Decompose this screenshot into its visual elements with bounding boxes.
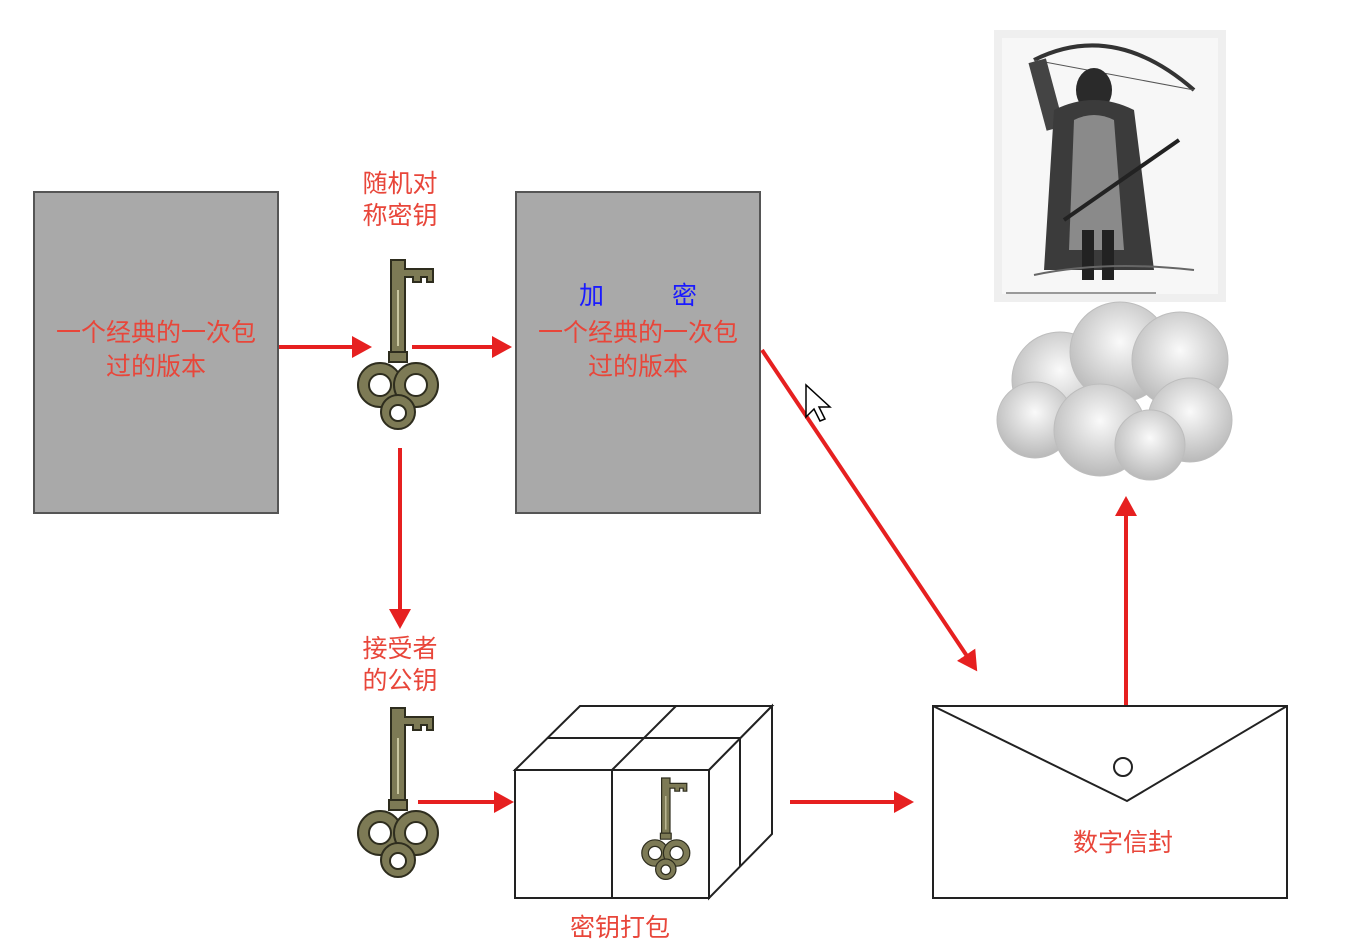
symmetric-key-label-1: 随机对: [362, 169, 438, 198]
encrypted-document: [515, 191, 761, 514]
package-label: 密钥打包: [569, 913, 670, 942]
public-key-label-2: 的公钥: [362, 666, 438, 695]
public-key-label-1: 接受者: [362, 634, 438, 663]
encrypted-tag: 加 密: [579, 281, 727, 310]
digital-envelope-icon: [932, 705, 1288, 899]
plaintext-line-2: 过的版本: [105, 352, 206, 381]
package-box-icon: [512, 703, 775, 901]
encrypted-line-2: 过的版本: [587, 352, 688, 381]
mouse-cursor-icon: [805, 383, 832, 422]
symmetric-key-icon: [357, 259, 439, 430]
plaintext-line-1: 一个经典的一次包: [55, 318, 256, 347]
plaintext-document: [33, 191, 279, 514]
envelope-label: 数字信封: [1072, 828, 1173, 857]
encrypted-line-1: 一个经典的一次包: [537, 318, 738, 347]
warrior-picture: [994, 30, 1226, 302]
symmetric-key-label-2: 称密钥: [362, 201, 438, 230]
public-key-icon: [357, 707, 439, 878]
arrow-encrypted-to-envelope: [760, 348, 978, 672]
cloud-icon: [996, 301, 1233, 481]
